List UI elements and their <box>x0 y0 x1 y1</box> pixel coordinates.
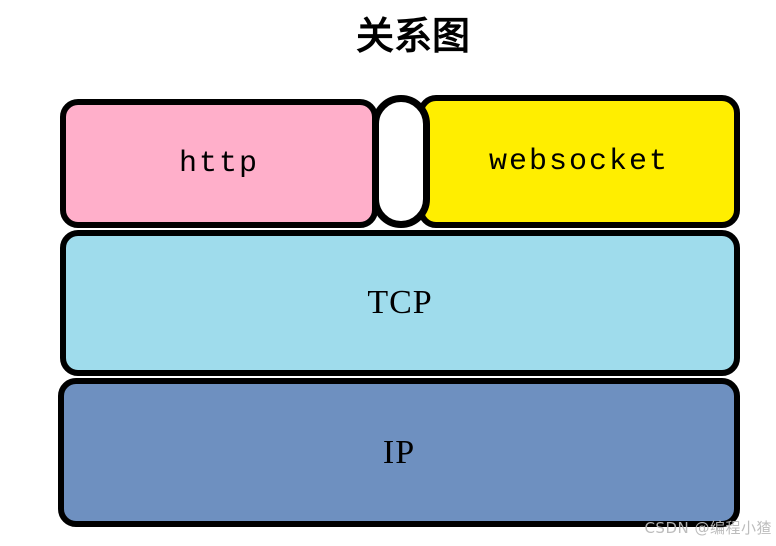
divider-capsule <box>372 95 430 228</box>
tcp-label: TCP <box>367 284 433 321</box>
ip-box: IP <box>58 378 740 527</box>
http-label: http <box>178 146 259 181</box>
websocket-box: websocket <box>418 95 740 228</box>
ip-label: IP <box>382 433 416 471</box>
watermark: CSDN @编程小猹 <box>644 519 772 537</box>
http-box: http <box>60 99 378 228</box>
websocket-label: websocket <box>488 144 670 179</box>
page-title: 关系图 <box>355 13 470 58</box>
application-layer-row: http websocket <box>60 95 740 228</box>
tcp-box: TCP <box>60 230 740 376</box>
